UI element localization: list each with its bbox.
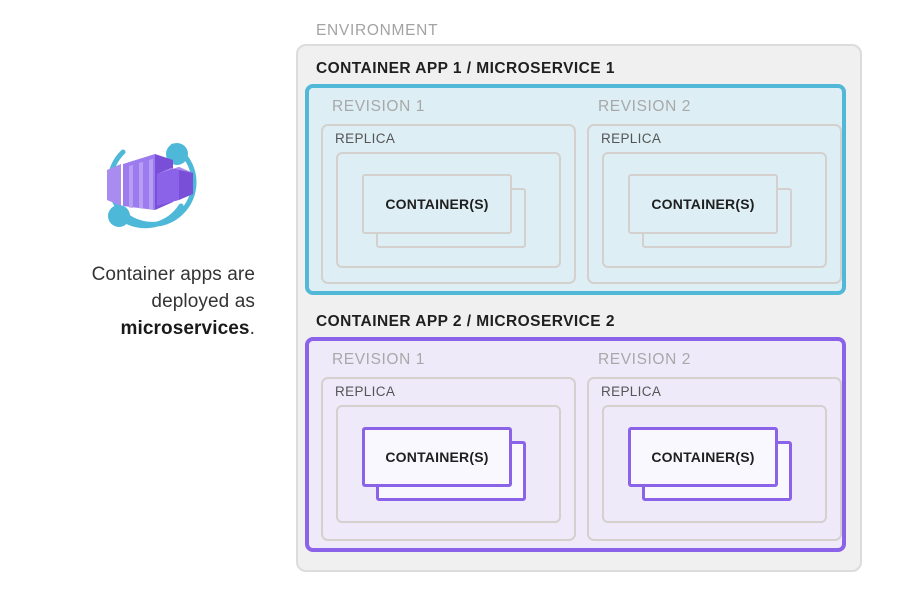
- replica-box: REPLICA CONTAINER(S): [587, 377, 842, 541]
- replica-inner-box: CONTAINER(S): [336, 405, 561, 523]
- container-label: CONTAINER(S): [385, 449, 489, 465]
- replica-box: REPLICA CONTAINER(S): [321, 377, 576, 541]
- app2-revision-2: REVISION 2 REPLICA CONTAINER(S): [587, 351, 842, 541]
- container-stack: CONTAINER(S): [362, 174, 532, 252]
- replica-label: REPLICA: [335, 131, 396, 146]
- caption-text: Container apps are deployed as microserv…: [40, 262, 255, 343]
- container-label: CONTAINER(S): [385, 196, 489, 212]
- container-app-1-box: REVISION 1 REPLICA CONTAINER(S) REVISION…: [305, 84, 846, 295]
- replica-label: REPLICA: [601, 131, 662, 146]
- container-app-2-title: CONTAINER APP 2 / MICROSERVICE 2: [316, 313, 615, 330]
- app1-revision-1: REVISION 1 REPLICA CONTAINER(S): [321, 98, 576, 284]
- replica-label: REPLICA: [335, 384, 396, 399]
- replica-inner-box: CONTAINER(S): [336, 152, 561, 268]
- replica-inner-box: CONTAINER(S): [602, 405, 827, 523]
- app2-revision-1: REVISION 1 REPLICA CONTAINER(S): [321, 351, 576, 541]
- azure-container-apps-icon: [106, 143, 196, 229]
- replica-label: REPLICA: [601, 384, 662, 399]
- caption-line-1: Container apps are: [91, 264, 255, 285]
- replica-box: REPLICA CONTAINER(S): [587, 124, 842, 284]
- caption-line-2: deployed as: [151, 290, 255, 312]
- container-label: CONTAINER(S): [651, 449, 755, 465]
- container-stack: CONTAINER(S): [628, 174, 798, 252]
- replica-inner-box: CONTAINER(S): [602, 152, 827, 268]
- container-app-2-box: REVISION 1 REPLICA CONTAINER(S) REVISION…: [305, 337, 846, 552]
- explainer-panel: Container apps are deployed as microserv…: [40, 130, 255, 343]
- revision-label: REVISION 2: [598, 351, 691, 368]
- revision-label: REVISION 1: [332, 351, 425, 368]
- caption-emphasis: microservices: [120, 317, 250, 339]
- revision-label: REVISION 1: [332, 98, 425, 115]
- app1-revision-2: REVISION 2 REPLICA CONTAINER(S): [587, 98, 842, 284]
- container-label: CONTAINER(S): [651, 196, 755, 212]
- container-box-front: CONTAINER(S): [362, 427, 512, 487]
- container-stack: CONTAINER(S): [628, 427, 798, 505]
- container-box-front: CONTAINER(S): [628, 174, 778, 234]
- container-box-front: CONTAINER(S): [628, 427, 778, 487]
- container-app-1-title: CONTAINER APP 1 / MICROSERVICE 1: [316, 60, 615, 77]
- revision-label: REVISION 2: [598, 98, 691, 115]
- caption-period: .: [249, 317, 255, 339]
- container-stack: CONTAINER(S): [362, 427, 532, 505]
- container-box-front: CONTAINER(S): [362, 174, 512, 234]
- environment-label: ENVIRONMENT: [316, 22, 439, 39]
- replica-box: REPLICA CONTAINER(S): [321, 124, 576, 284]
